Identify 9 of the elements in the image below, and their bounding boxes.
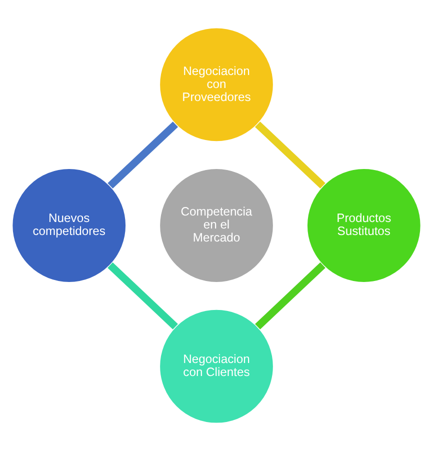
node-circle: Negociacion con Clientes <box>159 308 274 424</box>
connector <box>108 121 178 188</box>
connector <box>108 262 178 329</box>
connector <box>255 262 326 329</box>
node-circle: Nuevos competidores <box>12 168 126 282</box>
node-circle: Competencia en el Mercado <box>159 168 274 282</box>
node-circle: Negociacion con Proveedores <box>159 26 274 142</box>
connector <box>255 121 326 188</box>
node-circle: Productos Sustitutos <box>306 168 422 282</box>
